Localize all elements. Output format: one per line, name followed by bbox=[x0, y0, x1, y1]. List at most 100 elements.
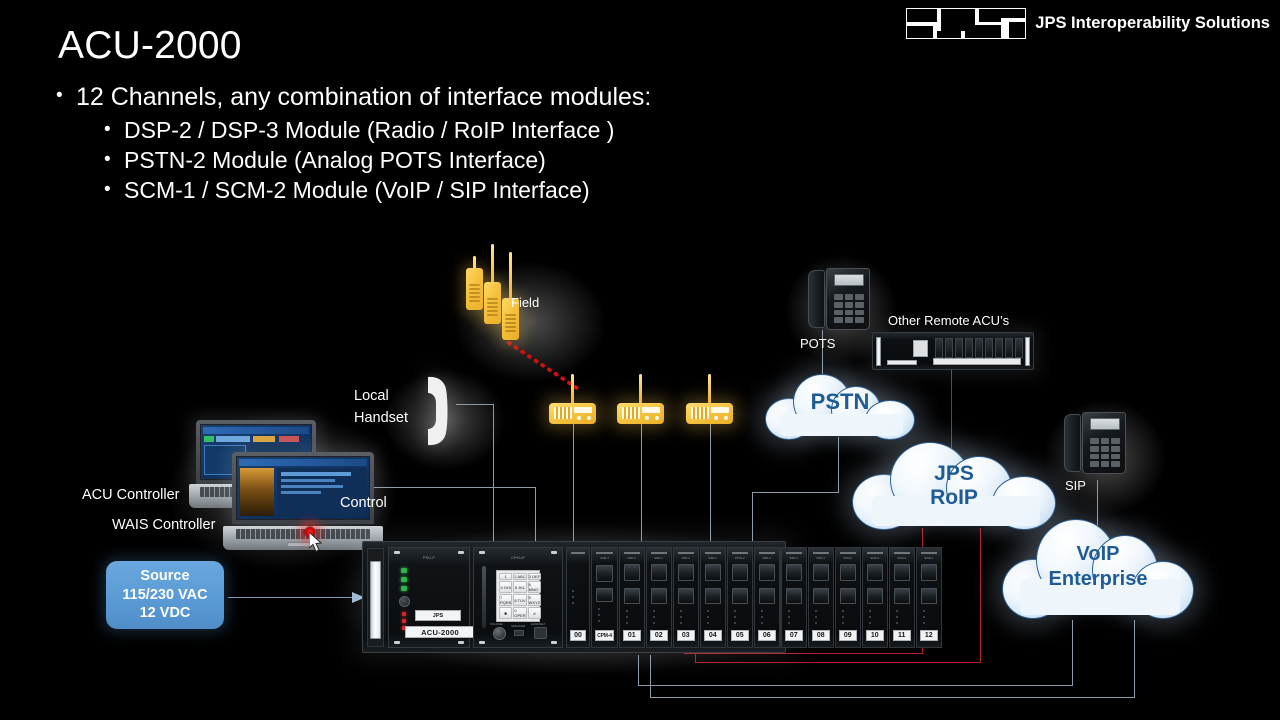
base-radio-icon-2 bbox=[617, 372, 665, 424]
acu-channel-plate: 03 bbox=[677, 630, 695, 641]
field-radios-group bbox=[466, 244, 536, 340]
link-voip-h-right bbox=[650, 697, 1135, 698]
acu-channel-slot[interactable]: DSP-2 02 bbox=[646, 547, 672, 648]
link-control-v bbox=[535, 487, 536, 542]
acu-channel-plate: 00 bbox=[570, 630, 586, 641]
acu-keypad[interactable]: 1 2 ABC 3 DEF 4 GHI 5 JKL 6 MNO 7 PQRS 8… bbox=[496, 570, 542, 622]
bullet-item-0: • 12 Channels, any combination of interf… bbox=[56, 82, 956, 113]
base-radio-icon-1 bbox=[549, 372, 597, 424]
acu-cpm-panel[interactable]: CPM-IP 1 2 ABC 3 DEF 4 GHI 5 JKL 6 MNO 7… bbox=[473, 547, 563, 648]
link-radio1-to-acu bbox=[573, 424, 574, 542]
acu-model-plate: ACU-2000 bbox=[405, 626, 475, 638]
acu-channel-module-label: DSP-2 bbox=[627, 557, 636, 560]
link-pots-to-pstn bbox=[822, 330, 823, 392]
handheld-radio-icon bbox=[484, 282, 501, 324]
link-radio2-to-acu bbox=[641, 424, 642, 542]
label-field: Field bbox=[511, 295, 540, 310]
acu-channel-slot[interactable]: DSP-2 03 bbox=[673, 547, 699, 648]
acu-channel-slot[interactable]: 00 bbox=[566, 547, 590, 648]
acu-channel-plate: CPM-4 bbox=[595, 630, 614, 641]
acu-channel-slot[interactable]: DSP-3 07 bbox=[781, 547, 807, 648]
keypad-key[interactable]: 1 bbox=[499, 573, 513, 580]
acu-channel-plate: 09 bbox=[839, 630, 857, 641]
page-title: ACU-2000 bbox=[58, 24, 242, 67]
keypad-key[interactable]: 7 PQRS bbox=[499, 594, 513, 606]
acu-volume-knob[interactable] bbox=[493, 627, 506, 640]
acu-channel-module-label: DSP-3 bbox=[762, 557, 771, 560]
acu-channel-slot[interactable]: CPM-4 CPM-4 bbox=[591, 547, 618, 648]
acu-channel-slot[interactable]: SCM-2 10 bbox=[862, 547, 888, 648]
link-sip-to-voip bbox=[1097, 480, 1098, 538]
handheld-radio-icon bbox=[502, 298, 519, 340]
acu-speaker-port[interactable] bbox=[514, 630, 524, 636]
link-pstn-to-acu bbox=[752, 492, 753, 542]
acu-channel-plate: 06 bbox=[758, 630, 776, 641]
cloud-label-pstn: PSTN bbox=[810, 389, 870, 414]
label-sip: SIP bbox=[1065, 478, 1086, 493]
acu-channel-slot[interactable]: DSP-2 04 bbox=[700, 547, 726, 648]
acu-handset-jack[interactable] bbox=[534, 627, 547, 639]
power-arrow-line bbox=[228, 597, 356, 598]
laptop-screen bbox=[232, 452, 374, 524]
acu-channel-plate: 05 bbox=[731, 630, 749, 641]
link-voip-down-right bbox=[1134, 620, 1135, 697]
label-local-handset-line2: Handset bbox=[354, 410, 409, 426]
mouse-pointer-icon bbox=[309, 532, 323, 553]
acu-channel-slot[interactable]: DSP-2 01 bbox=[619, 547, 645, 648]
cloud-label-roip-line1: JPS bbox=[934, 462, 974, 485]
acu-channel-slot[interactable]: SCM-1 12 bbox=[916, 547, 942, 648]
brand-logo: JPS Interoperability Solutions bbox=[906, 8, 1270, 39]
keypad-key[interactable]: 8 TUV bbox=[513, 594, 527, 606]
link-pstn-down bbox=[838, 437, 839, 492]
pots-phone-icon bbox=[808, 268, 870, 332]
cloud-label-voip-line1: VoIP bbox=[1076, 543, 1120, 565]
acu-channel-plate: 01 bbox=[623, 630, 641, 641]
label-wais-controller: WAIS Controller bbox=[112, 517, 216, 533]
acu-channel-plate: 11 bbox=[893, 630, 911, 641]
acu-psu-label: PSU-P bbox=[422, 555, 436, 560]
keypad-key[interactable]: 5 JKL bbox=[513, 581, 527, 593]
laptop-wais-controller[interactable] bbox=[223, 452, 383, 550]
keypad-key[interactable]: 0 OPER bbox=[513, 607, 527, 619]
phone-keypad bbox=[1090, 438, 1120, 467]
acu-channel-module-label: SCM-2 bbox=[843, 557, 853, 560]
phone-display bbox=[1090, 418, 1120, 430]
link-roip-to-acu-right bbox=[695, 645, 696, 663]
bullet-text: 12 Channels, any combination of interfac… bbox=[76, 83, 652, 111]
acu-channel-module-label: DSP-2 bbox=[654, 557, 663, 560]
phone-keypad bbox=[834, 294, 864, 323]
acu-channel-plate: 04 bbox=[704, 630, 722, 641]
keypad-key[interactable]: 4 GHI bbox=[499, 581, 513, 593]
acu-2000-rack-unit[interactable]: PSU-P JPS ACU-2000 CPM-IP 1 2 ABC 3 DEF … bbox=[362, 541, 942, 653]
keypad-key[interactable]: ✱ bbox=[499, 607, 513, 619]
acu-channel-slot[interactable]: SCM-2 11 bbox=[889, 547, 915, 648]
source-line-2: 115/230 VAC bbox=[122, 586, 208, 603]
label-pots: POTS bbox=[800, 336, 836, 351]
remote-acu-rack bbox=[872, 332, 1034, 370]
source-line-1: Source bbox=[140, 567, 190, 584]
acu-channel-slot[interactable]: SCM-2 09 bbox=[835, 547, 861, 648]
bullet-text: SCM-1 / SCM-2 Module (VoIP / SIP Interfa… bbox=[124, 176, 590, 203]
label-other-remote-acus: Other Remote ACU’s bbox=[888, 313, 1010, 328]
jps-logo-icon bbox=[906, 8, 1027, 39]
acu-channel-slot[interactable]: DSP-3 08 bbox=[808, 547, 834, 648]
link-handset-v bbox=[493, 404, 494, 542]
keypad-key[interactable]: # bbox=[527, 607, 542, 619]
keypad-key[interactable]: 6 MNO bbox=[527, 581, 542, 593]
cloud-jps-roip: JPS RoIP bbox=[852, 442, 1056, 530]
keypad-key[interactable]: 2 ABC bbox=[513, 573, 527, 580]
brand-logo-text: JPS Interoperability Solutions bbox=[1035, 14, 1270, 32]
keypad-key[interactable]: 9 WXYZ bbox=[527, 594, 542, 606]
link-remoteacu-to-roip bbox=[951, 370, 952, 468]
sip-phone-icon bbox=[1064, 412, 1126, 476]
power-source-box: Source 115/230 VAC 12 VDC bbox=[106, 561, 224, 629]
bullet-list: • 12 Channels, any combination of interf… bbox=[56, 82, 956, 206]
phone-body bbox=[826, 268, 870, 330]
acu-channel-plate: 08 bbox=[812, 630, 830, 641]
phone-display bbox=[834, 274, 864, 286]
acu-channel-slot[interactable]: DSP-3 06 bbox=[754, 547, 780, 648]
keypad-key[interactable]: 3 DEF bbox=[527, 573, 542, 580]
acu-channel-slot[interactable]: PSTN-2 05 bbox=[727, 547, 753, 648]
bullet-item-1: • DSP-2 / DSP-3 Module (Radio / RoIP Int… bbox=[104, 116, 956, 144]
